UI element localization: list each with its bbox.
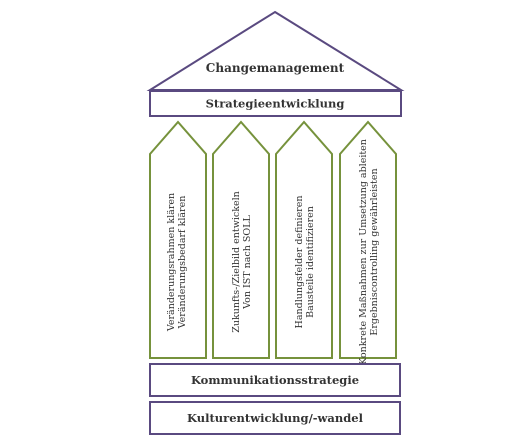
pillar-4: Konkrete Maßnahmen zur Umsetzung ableite…: [340, 122, 396, 365]
pillar-4-line2: Ergebniscontrolling gewährleisten: [369, 168, 380, 335]
pillar-4-line1: Konkrete Maßnahmen zur Umsetzung ableite…: [358, 139, 369, 365]
pillar-2-line1: Zukunfts-/Zielbild entwickeln: [231, 191, 242, 332]
pillar-3: Handlungsfelder definieren Bausteile ide…: [276, 122, 332, 358]
pillar-2-line2: Von IST nach SOLL: [242, 215, 253, 310]
pillar-1: Veränderungsrahmen klären Veränderungsbe…: [150, 122, 206, 358]
communication-label: Kommunikationsstrategie: [191, 373, 359, 387]
pillar-3-line1: Handlungsfelder definieren: [294, 196, 305, 329]
pillar-2: Zukunfts-/Zielbild entwickeln Von IST na…: [213, 122, 269, 358]
pillar-1-line1: Veränderungsrahmen klären: [166, 193, 177, 332]
pillar-1-line2: Veränderungsbedarf klären: [177, 196, 188, 330]
roof-shape: [150, 12, 401, 90]
culture-label: Kulturentwicklung/-wandel: [187, 411, 364, 425]
pillar-3-line2: Bausteile identifizieren: [305, 206, 316, 318]
roof-label: Changemanagement: [206, 61, 345, 75]
beam-label: Strategieentwicklung: [206, 97, 345, 111]
